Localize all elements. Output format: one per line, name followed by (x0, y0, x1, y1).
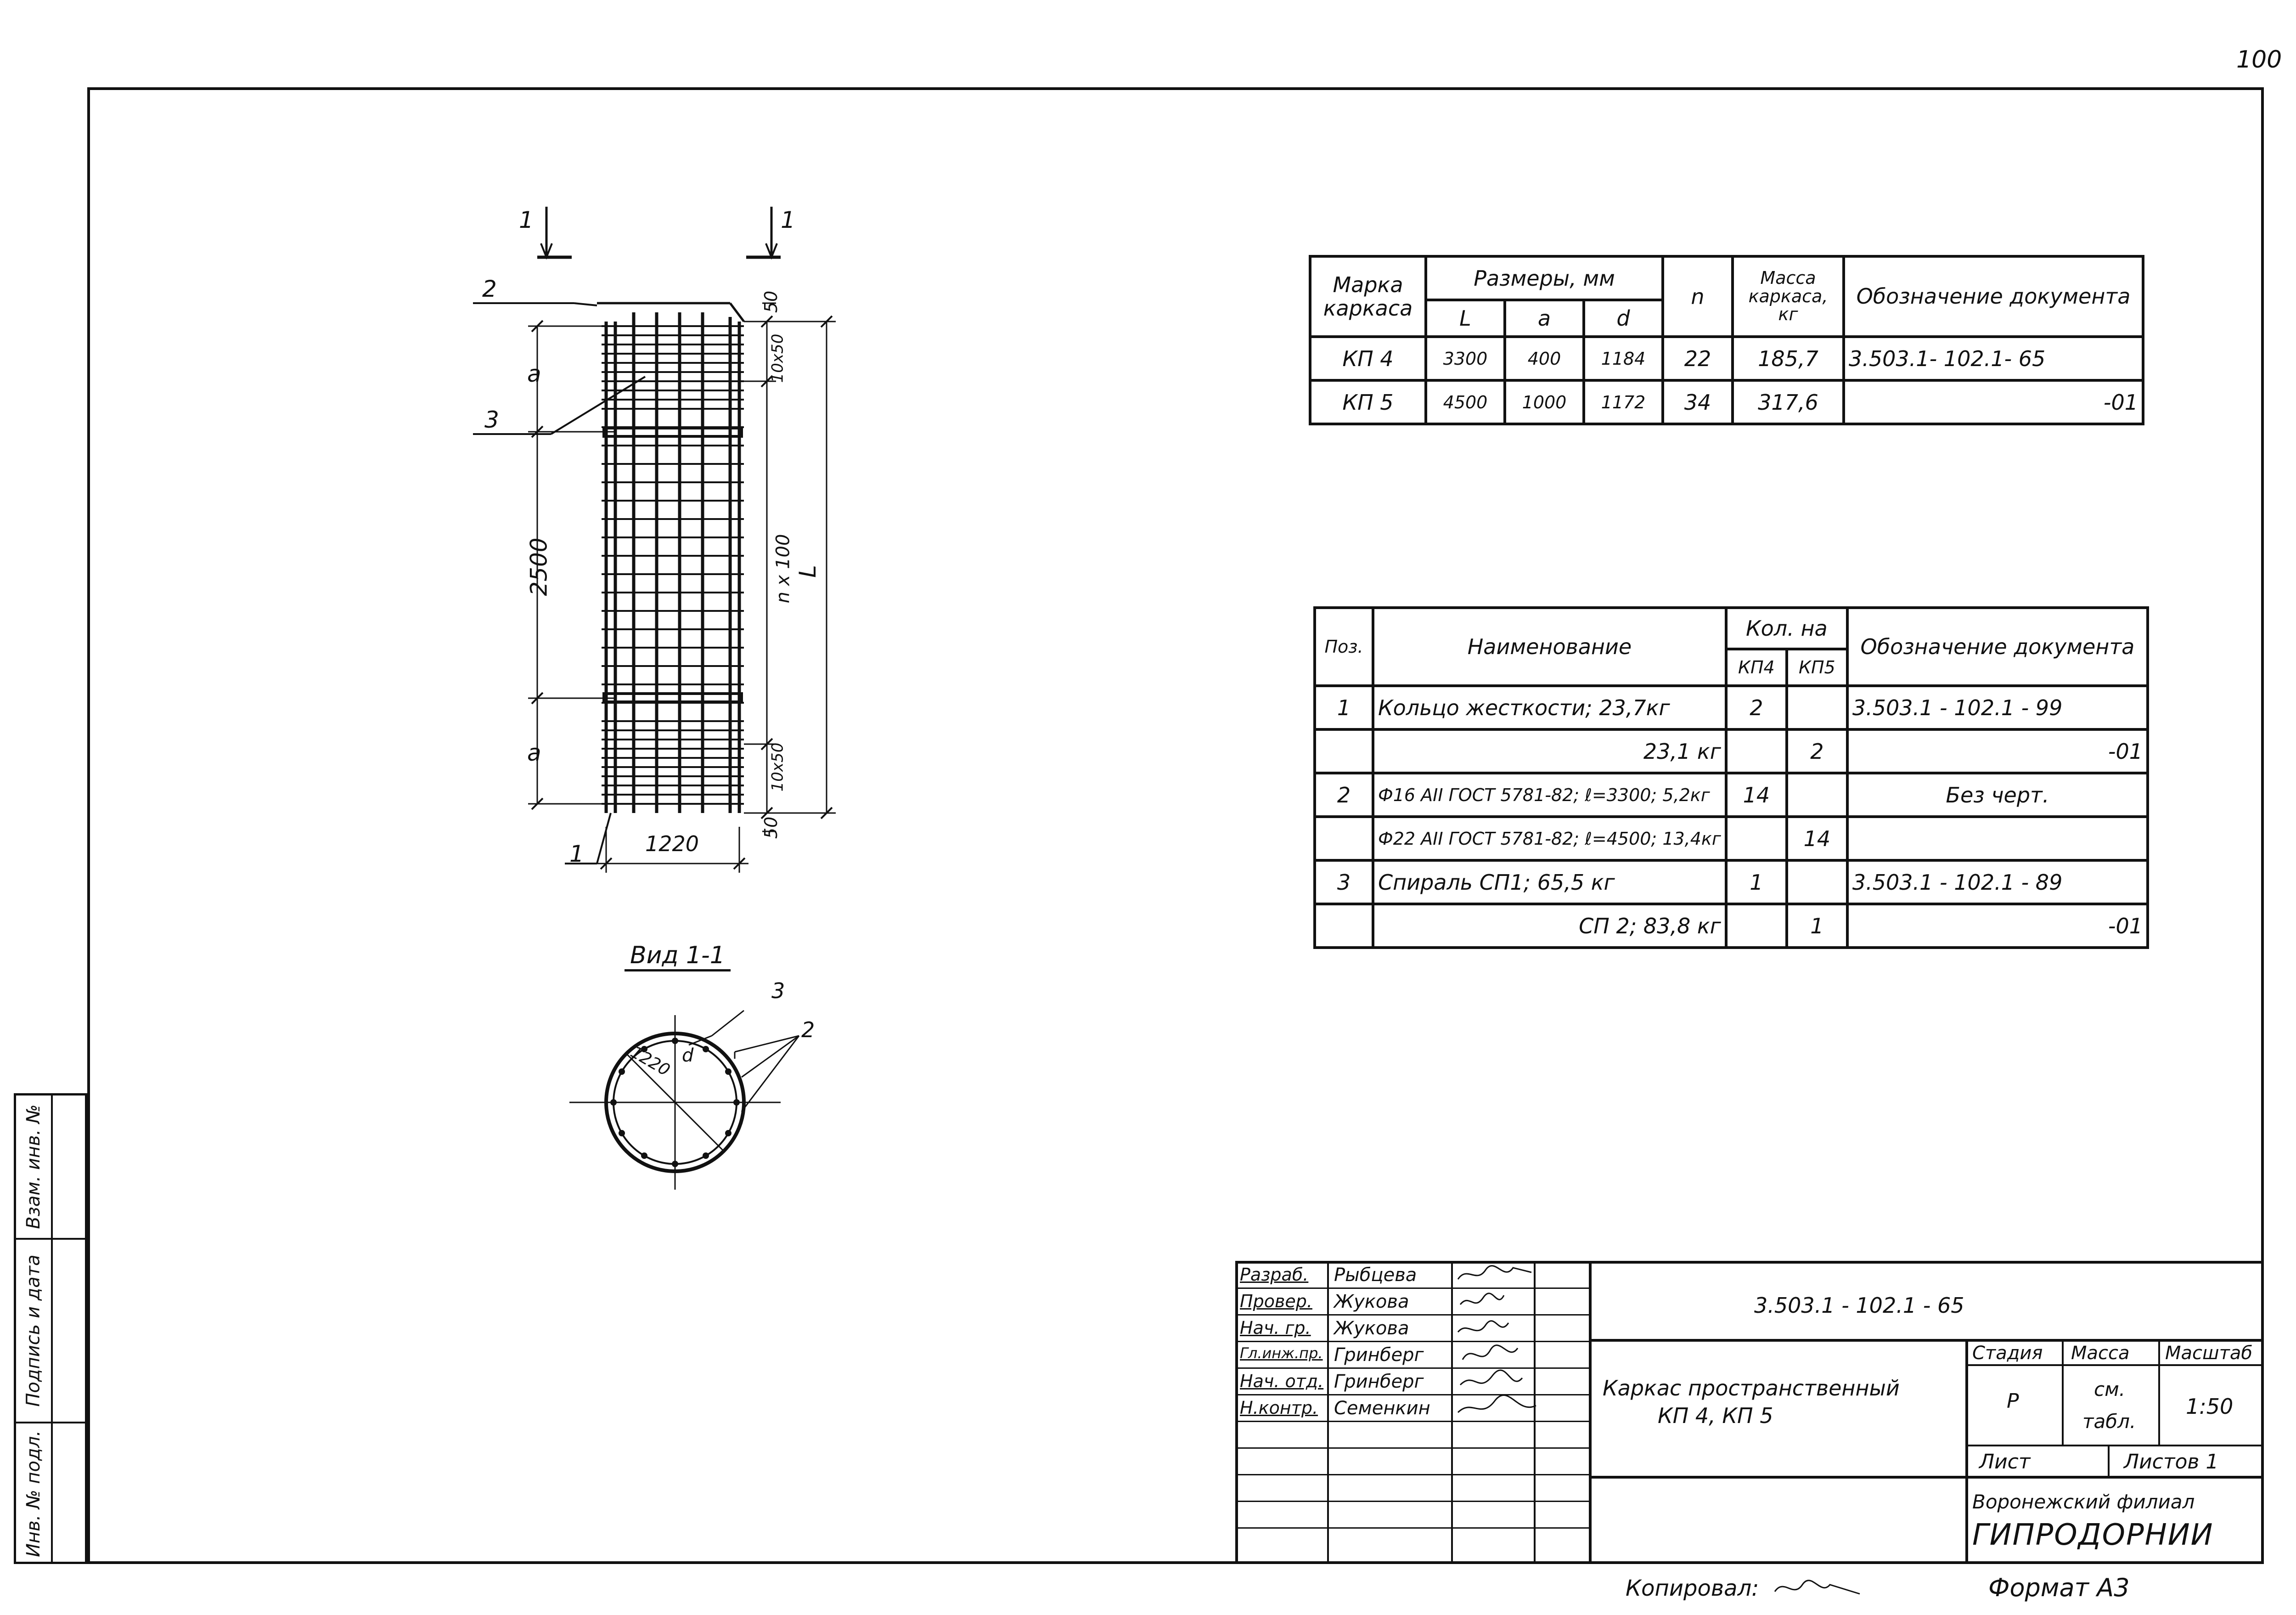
side-stamp-label-column: Взам. инв. № Подпись и дата Инв. № подл. (16, 1095, 53, 1562)
table1-header-mark: Марка каркаса (1309, 255, 1427, 338)
dimension-50-top: 50 (761, 290, 782, 313)
copied-by-signature (1774, 1580, 1860, 1595)
stamp-org-line2: ГИПРОДОРНИИ (1972, 1518, 2214, 1552)
view-position-3-label: 3 (771, 978, 785, 1003)
stamp-document-code: 3.503.1 - 102.1 - 65 (1754, 1293, 1964, 1318)
table1-header-d: d (1582, 299, 1664, 338)
table-row: Ф22 АII ГОСТ 5781-82; ℓ=4500; 13,4кг 14 (1313, 815, 2150, 862)
side-stamp-value-column (53, 1095, 85, 1562)
side-stamp-signature-date: Подпись и дата (16, 1238, 51, 1422)
dimension-50-bottom: 50 (761, 816, 782, 839)
dimension-a-top: a (527, 361, 541, 387)
table2-header-kp4: КП4 (1724, 648, 1788, 687)
signature-scribbles (1457, 1265, 1536, 1413)
stamp-scale-label: Масштаб (2165, 1343, 2253, 1364)
section-mark-left: 1 (519, 207, 534, 233)
view-1-1-title: Вид 1-1 (625, 942, 731, 971)
stamp-name-chief-engineer: Гринберг (1334, 1344, 1424, 1366)
cage-sizes-table: Марка каркаса Размеры, мм n Масса каркас… (1309, 255, 2144, 425)
stamp-role-norm-control: Н.контр. (1240, 1398, 1318, 1418)
table2-header-name: Наименование (1372, 606, 1728, 687)
position-3-label: 3 (484, 407, 499, 433)
title-block: Разраб. Рыбцева Провер. Жукова Нач. гр. … (1235, 1261, 2264, 1564)
stamp-org-line1: Воронежский филиал (1972, 1491, 2195, 1513)
table2-header-kp5: КП5 (1785, 648, 1849, 687)
table1-header-doc: Обозначение документа (1842, 255, 2144, 338)
section-mark-right: 1 (781, 207, 795, 233)
specification-table: Поз. Наименование Кол. на Обозначение до… (1313, 606, 2150, 949)
stamp-role-chief-engineer: Гл.инж.пр. (1240, 1344, 1323, 1362)
stamp-sheets-label: Листов 1 (2124, 1450, 2219, 1474)
position-2-label: 2 (482, 276, 497, 302)
stamp-mass-value-1: см. (2094, 1378, 2126, 1400)
stamp-name-norm-control: Семенкин (1334, 1398, 1430, 1419)
dimension-a-bottom: a (527, 740, 541, 766)
stamp-name-developer: Рыбцева (1334, 1265, 1417, 1286)
table1-header-sizes: Размеры, мм (1424, 255, 1664, 301)
table-row: 2 Ф16 АII ГОСТ 5781-82; ℓ=3300; 5,2кг 14… (1313, 772, 2150, 818)
drawing-frame (87, 87, 2264, 1564)
side-stamp: Взам. инв. № Подпись и дата Инв. № подл. (14, 1093, 87, 1564)
stamp-sheet-label: Лист (1979, 1450, 2031, 1474)
table-row: СП 2; 83,8 кг 1 -01 (1313, 903, 2150, 949)
stamp-role-dept-head: Нач. отд. (1240, 1371, 1324, 1391)
table-row: 1 Кольцо жесткости; 23,7кг 2 3.503.1 - 1… (1313, 684, 2150, 731)
table2-header-doc: Обозначение документа (1846, 606, 2150, 687)
position-1-label: 1 (569, 841, 584, 867)
table-row: 3 Спираль СП1; 65,5 кг 1 3.503.1 - 102.1… (1313, 859, 2150, 905)
stamp-stage-value: Р (2007, 1389, 2019, 1413)
format-label: Формат А3 (1988, 1573, 2130, 1602)
side-stamp-replaced-inv: Взам. инв. № (23, 1104, 44, 1229)
view-d-label: d (682, 1045, 694, 1066)
cage-elevation-drawing (473, 207, 836, 873)
stamp-name-dept-head: Гринберг (1334, 1371, 1424, 1392)
stamp-name-group-head: Жукова (1334, 1318, 1409, 1339)
dimension-L: L (794, 565, 821, 578)
table-row: 23,1 кг 2 -01 (1313, 728, 2150, 774)
dimension-n-x-100: n х 100 (772, 534, 794, 604)
stamp-title-line1: Каркас пространственный (1603, 1376, 1900, 1400)
stamp-role-developer: Разраб. (1240, 1265, 1309, 1285)
view-1-1-section (569, 1010, 800, 1190)
dimension-2500: 2500 (525, 537, 552, 596)
table1-header-n: n (1661, 255, 1734, 338)
table1-header-L: L (1424, 299, 1506, 338)
stamp-mass-label: Масса (2071, 1343, 2130, 1364)
side-stamp-original-inv: Инв. № подл. (16, 1422, 51, 1564)
table1-header-mass: Масса каркаса, кг (1731, 255, 1845, 338)
stamp-mass-value-2: табл. (2082, 1410, 2136, 1433)
stamp-scale-value: 1:50 (2186, 1394, 2234, 1419)
copied-by-label: Копировал: (1626, 1575, 1759, 1601)
stamp-role-group-head: Нач. гр. (1240, 1318, 1311, 1338)
dimension-1220: 1220 (645, 831, 699, 856)
table2-header-qty: Кол. на (1724, 606, 1849, 650)
stamp-title-line2: КП 4, КП 5 (1658, 1403, 1773, 1428)
stamp-role-checker: Провер. (1240, 1291, 1312, 1311)
table1-header-a: a (1503, 299, 1585, 338)
stamp-name-checker: Жукова (1334, 1291, 1409, 1312)
view-position-2-label: 2 (801, 1017, 815, 1042)
table-row: КП 4 3300 400 1184 22 185,7 3.503.1- 102… (1309, 335, 2144, 382)
dimension-10x50-top: 10х50 (768, 333, 787, 383)
table-row: КП 5 4500 1000 1172 34 317,6 -01 (1309, 379, 2144, 425)
page-number: 100 (2236, 46, 2282, 73)
dimension-10x50-bottom: 10х50 (768, 742, 787, 792)
stamp-stage-label: Стадия (1972, 1343, 2043, 1364)
table2-header-pos: Поз. (1313, 606, 1374, 687)
